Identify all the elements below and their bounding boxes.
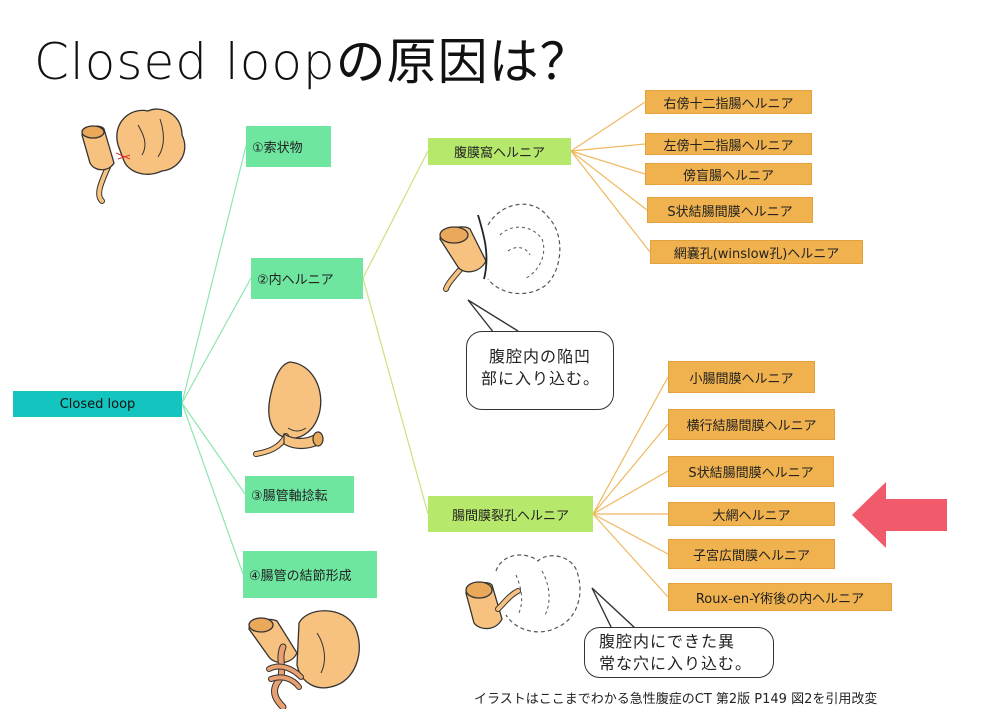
leaf-paracecal[interactable]: 傍盲腸ヘルニア: [645, 163, 812, 185]
cause-internal-hernia-label: ②内ヘルニア: [257, 273, 334, 288]
cause-knot-formation-label: ④腸管の結節形成: [249, 569, 352, 584]
leaf-label: 右傍十二指腸ヘルニア: [663, 96, 794, 112]
knot-formation-illustration: [248, 610, 360, 709]
leaf-label: 網嚢孔(winslow孔)ヘルニア: [673, 246, 840, 262]
hernia-type-mesenteric[interactable]: 腸間膜裂孔ヘルニア: [428, 496, 593, 532]
fossa-callout-line2: 部に入り込む。: [481, 369, 601, 388]
leaf-left-paraduodenal[interactable]: 左傍十二指腸ヘルニア: [645, 133, 812, 155]
leaf-sigmoid-mesocolon-fossa[interactable]: S状結腸間膜ヘルニア: [647, 197, 813, 223]
cause-knot-formation[interactable]: ④腸管の結節形成: [243, 551, 377, 598]
leaf-label: 子宮広間膜ヘルニア: [692, 548, 810, 564]
leaf-broad-ligament[interactable]: 子宮広間膜ヘルニア: [668, 539, 835, 569]
leaf-winslow[interactable]: 網嚢孔(winslow孔)ヘルニア: [650, 240, 863, 264]
highlight-arrow-icon: [852, 482, 947, 548]
fossa-callout-line1: 腹腔内の陥凹: [488, 347, 591, 366]
cause-volvulus[interactable]: ③腸管軸捻転: [245, 476, 354, 513]
leaf-label: Roux-en-Y術後の内ヘルニア: [695, 591, 865, 607]
leaf-transverse-mesocolon[interactable]: 横行結腸間膜ヘルニア: [668, 409, 835, 440]
band-obstruction-illustration: [81, 108, 186, 204]
page-title: Closed loopの原因は？: [34, 33, 591, 91]
leaf-label: 横行結腸間膜ヘルニア: [686, 419, 817, 434]
cause-cord[interactable]: ①索状物: [246, 126, 331, 167]
cause-volvulus-label: ③腸管軸捻転: [251, 489, 328, 504]
cause-cord-label: ①索状物: [252, 141, 303, 156]
leaf-label: 小腸間膜ヘルニア: [689, 371, 794, 387]
fossa-callout: 腹腔内の陥凹 部に入り込む。: [466, 331, 614, 410]
mesenteric-callout: 腹腔内にできた異 常な穴に入り込む。: [584, 627, 774, 678]
leaf-sigmoid-mesocolon[interactable]: S状結腸間膜ヘルニア: [668, 456, 834, 487]
leaf-roux-en-y[interactable]: Roux-en-Y術後の内ヘルニア: [668, 583, 892, 611]
hernia-type-fossa-label: 腹膜窩ヘルニア: [453, 146, 545, 161]
leaf-label: 傍盲腸ヘルニア: [682, 168, 774, 184]
root-node[interactable]: Closed loop: [13, 391, 182, 417]
leaf-right-paraduodenal[interactable]: 右傍十二指腸ヘルニア: [645, 90, 812, 114]
root-label: Closed loop: [59, 396, 136, 412]
mesenteric-hernia-illustration: [465, 554, 581, 633]
leaf-small-bowel-mesentery[interactable]: 小腸間膜ヘルニア: [668, 361, 815, 393]
leaf-omental[interactable]: 大網ヘルニア: [668, 502, 835, 526]
fossa-hernia-illustration: [439, 203, 561, 295]
hernia-type-mesenteric-label: 腸間膜裂孔ヘルニア: [451, 508, 569, 524]
mesenteric-callout-line2: 常な穴に入り込む。: [599, 654, 753, 673]
volvulus-illustration: [253, 361, 324, 457]
leaf-label: 大網ヘルニア: [712, 508, 791, 524]
image-credit: イラストはここまでわかる急性腹症のCT 第2版 P149 図2を引用改変: [474, 692, 878, 707]
hernia-type-fossa[interactable]: 腹膜窩ヘルニア: [428, 138, 571, 165]
leaf-label: S状結腸間膜ヘルニア: [688, 466, 814, 481]
mesenteric-callout-line1: 腹腔内にできた異: [599, 632, 736, 651]
leaf-label: 左傍十二指腸ヘルニア: [663, 138, 794, 154]
cause-internal-hernia[interactable]: ②内ヘルニア: [251, 258, 363, 299]
leaf-label: S状結腸間膜ヘルニア: [667, 204, 793, 220]
